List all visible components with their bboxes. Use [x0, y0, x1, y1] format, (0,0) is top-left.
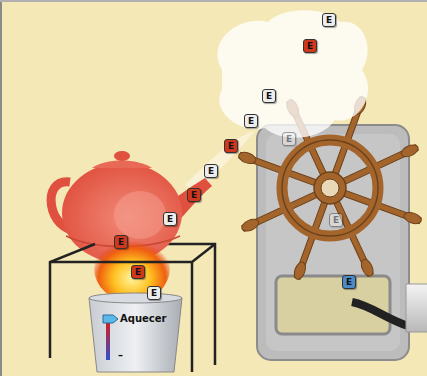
teapot-highlight — [114, 191, 166, 239]
teapot-knob — [114, 151, 130, 161]
energy-chunk: E — [131, 265, 145, 279]
wheel-rim — [282, 140, 378, 236]
teapot-lid — [92, 161, 152, 169]
heater-bucket — [89, 298, 182, 372]
spoke-handle — [292, 261, 308, 281]
heater-control: Aquecer – — [88, 300, 184, 372]
cable — [352, 302, 408, 326]
energy-symbol: E — [286, 134, 292, 144]
energy-symbol: E — [135, 267, 141, 277]
energy-symbol: E — [151, 288, 157, 298]
energy-chunk: E — [147, 286, 161, 300]
energy-symbol: E — [346, 277, 352, 287]
stand-leg — [191, 262, 194, 372]
steam-jet — [185, 130, 255, 192]
energy-chunk: E — [322, 13, 336, 27]
stand-frame — [50, 244, 215, 262]
energy-chunk: E — [187, 188, 201, 202]
energy-symbol: E — [333, 215, 339, 225]
energy-symbol: E — [118, 237, 124, 247]
energy-chunk: E — [163, 212, 177, 226]
spoke-handle — [237, 150, 257, 166]
energy-symbol: E — [307, 41, 313, 51]
frame-edge — [0, 0, 2, 376]
heater-label: – — [118, 350, 123, 361]
wheel-axle — [321, 179, 339, 197]
frame-edge — [0, 0, 427, 2]
spoke-handle — [359, 257, 376, 278]
energy-chunk: E — [114, 235, 128, 249]
energy-chunk: E — [262, 89, 276, 103]
wheel-rim-edge — [282, 140, 378, 236]
energy-symbol: E — [228, 141, 234, 151]
energy-chunk: E — [204, 164, 218, 178]
teapot-body — [62, 163, 182, 263]
energy-symbol: E — [167, 214, 173, 224]
spoke-handle — [403, 210, 423, 226]
spoke-handle — [399, 142, 420, 159]
wheel-hub — [314, 172, 346, 204]
energy-symbol: E — [208, 166, 214, 176]
pipe — [406, 284, 427, 332]
heat-slider-track — [106, 323, 110, 360]
heater-label: Aquecer — [120, 313, 166, 324]
generator-window — [276, 276, 390, 334]
energy-chunk: E — [244, 114, 258, 128]
heat-slider-thumb — [103, 315, 118, 323]
energy-chunk: E — [342, 275, 356, 289]
energy-symbol: E — [326, 15, 332, 25]
spoke-handle — [240, 217, 261, 234]
energy-symbol: E — [266, 91, 272, 101]
energy-symbol: E — [191, 190, 197, 200]
energy-chunk: E — [303, 39, 317, 53]
teapot-seam — [66, 236, 180, 247]
energy-chunk: E — [282, 132, 296, 146]
flame — [94, 234, 170, 302]
energy-symbol: E — [248, 116, 254, 126]
heater-rim — [89, 293, 182, 303]
steam-cloud — [218, 10, 369, 137]
energy-chunk: E — [224, 139, 238, 153]
energy-chunk: E — [329, 213, 343, 227]
